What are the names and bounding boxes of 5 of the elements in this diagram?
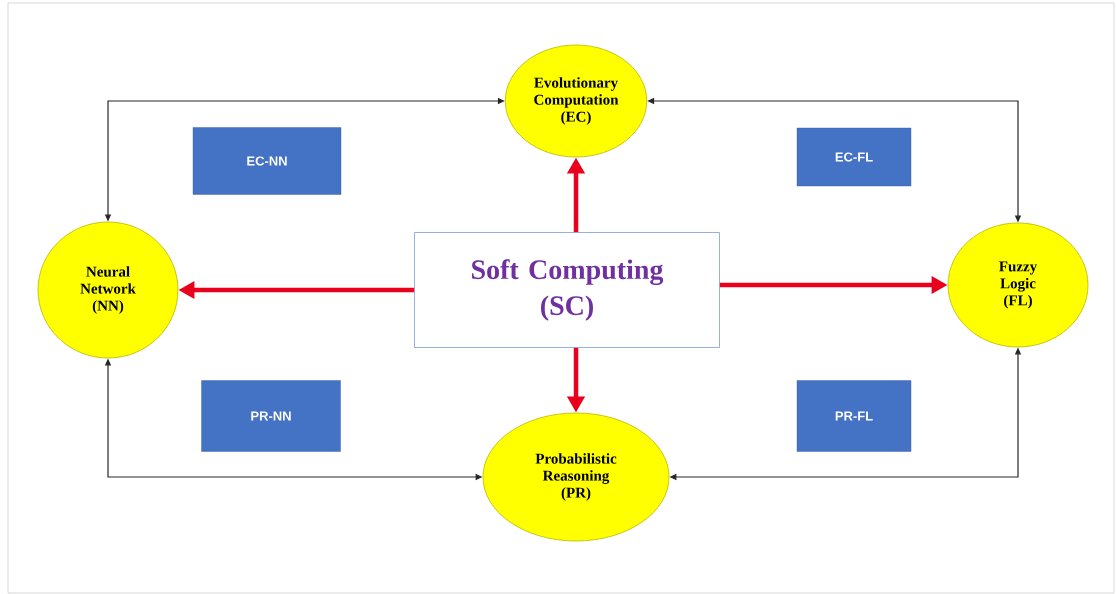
hybrid-box: EC-NN bbox=[192, 127, 342, 195]
hybrid-box: PR-NN bbox=[201, 380, 341, 452]
central-box: Soft Computing (SC) bbox=[414, 232, 720, 348]
hybrid-box: PR-FL bbox=[796, 380, 912, 452]
hybrid-box: EC-FL bbox=[796, 127, 912, 187]
